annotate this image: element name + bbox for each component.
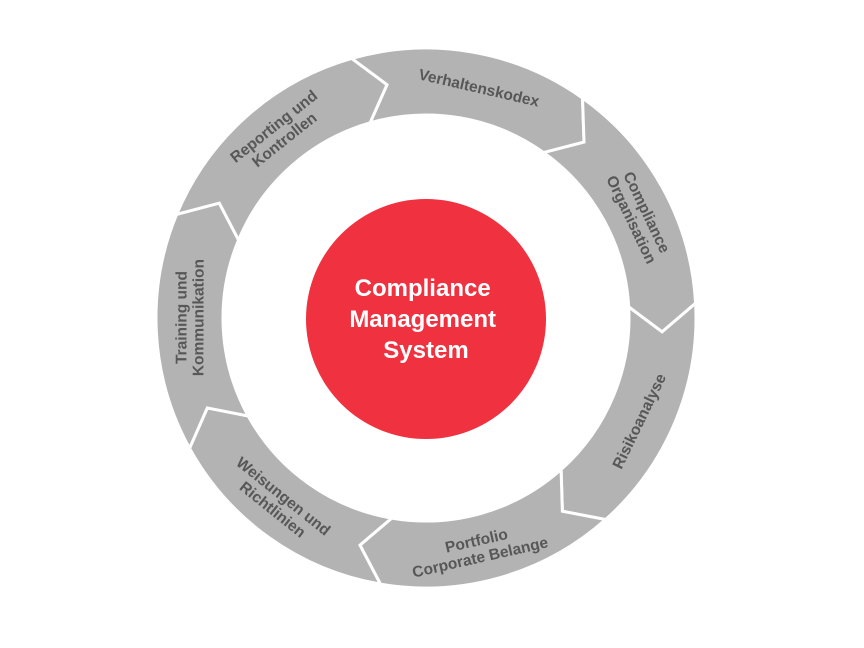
center-title-line-1: Compliance	[355, 275, 491, 302]
center-title-line-3: System	[383, 337, 468, 364]
segment-training-und-kommunikation-label: Training undKommunikation	[173, 259, 207, 376]
center-circle	[306, 199, 546, 439]
center-title: Compliance Management System	[349, 275, 502, 364]
segment-training-und-kommunikation-label-line: Training und	[173, 271, 190, 364]
segment-reporting-und-kontrollen-shape	[174, 56, 389, 244]
segment-verhaltenskodex-shape	[348, 46, 586, 155]
center-node: Compliance Management System	[306, 199, 546, 439]
segment-training-und-kommunikation-label-line: Kommunikation	[190, 259, 207, 376]
segment-risikoanalyse-shape	[559, 300, 698, 522]
cycle-ring	[154, 46, 698, 590]
center-title-line-2: Management	[349, 306, 496, 333]
